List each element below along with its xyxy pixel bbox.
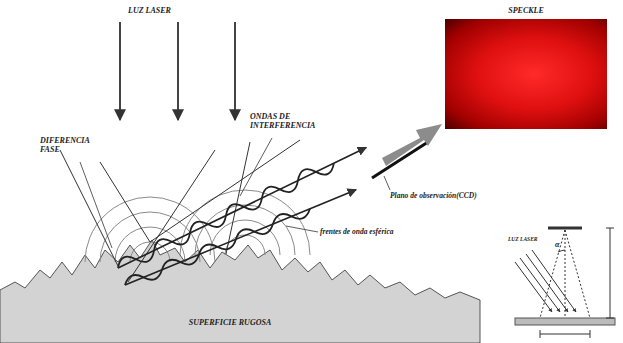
interference-wave bbox=[115, 141, 369, 274]
diagram-label: LUZ LASER bbox=[508, 236, 548, 242]
diagram-label: DIFERENCIA FASE bbox=[40, 136, 100, 154]
node-heading: SPECKLE bbox=[445, 6, 607, 15]
interference-wave bbox=[123, 184, 359, 290]
laser-arrows bbox=[120, 22, 235, 120]
diagram-label: LUZ LASER bbox=[128, 6, 198, 15]
light-rays bbox=[60, 140, 300, 282]
speckle-panel: SPECKLE bbox=[445, 6, 607, 129]
surface-region: SUPERFICIE RUGOSA bbox=[130, 318, 330, 327]
rough-surface bbox=[0, 240, 480, 343]
node-heading: SUPERFICIE RUGOSA bbox=[130, 318, 330, 327]
speckle-image bbox=[445, 19, 607, 129]
diagram-label: α bbox=[555, 240, 567, 249]
diagram-label: Plano de observación(CCD) bbox=[390, 192, 520, 201]
inset-setup bbox=[515, 228, 615, 338]
spherical-wavefronts bbox=[85, 190, 310, 262]
diagram-label: ONDAS DE INTERFERENCIA bbox=[250, 112, 320, 130]
diagram-label: frentes de onda esférica bbox=[320, 228, 450, 237]
ccd-plane bbox=[372, 142, 428, 178]
grey-arrow bbox=[382, 124, 442, 166]
